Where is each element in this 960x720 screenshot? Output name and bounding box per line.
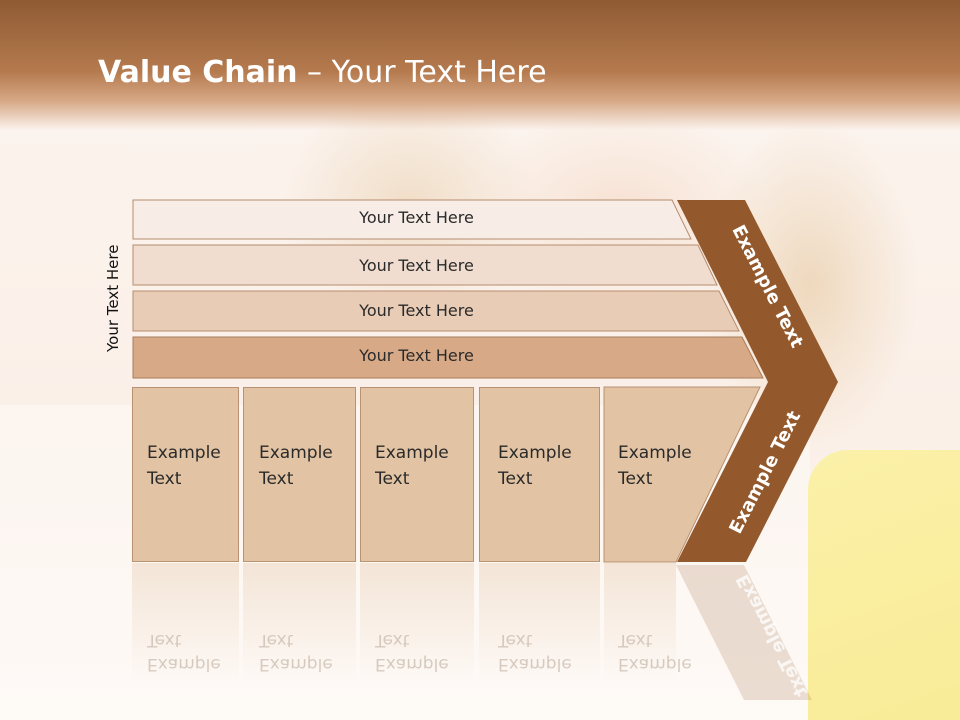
background-yellow-shirt bbox=[808, 450, 960, 720]
column-reflection-2 bbox=[243, 563, 356, 703]
column-text-1-line1: Example bbox=[147, 443, 221, 463]
column-reflection-text-4: Example Text bbox=[498, 628, 572, 676]
row-label-2: Your Text Here bbox=[359, 256, 474, 275]
row-label-4: Your Text Here bbox=[359, 346, 474, 365]
column-box-3 bbox=[360, 387, 474, 562]
chevron-reflection bbox=[676, 565, 812, 700]
column-text-1-line2: Text bbox=[147, 469, 182, 489]
column-reflection-text-5-line2: Text bbox=[618, 630, 653, 650]
column-reflection-5 bbox=[604, 563, 676, 703]
column-reflection-text-2-line1: Example bbox=[259, 654, 333, 674]
chevron-arrow bbox=[677, 200, 838, 562]
column-box-2 bbox=[243, 387, 356, 562]
row-label-3: Your Text Here bbox=[359, 301, 474, 320]
column-text-3-line2: Text bbox=[375, 469, 410, 489]
column-reflection-text-4-line2: Text bbox=[498, 630, 533, 650]
column-reflection-text-4-line1: Example bbox=[498, 654, 572, 674]
row-label-1: Your Text Here bbox=[359, 208, 474, 227]
column-reflection-text-2: Example Text bbox=[259, 628, 333, 676]
column-reflection-4 bbox=[479, 563, 600, 703]
column-reflection-text-5-line1: Example bbox=[618, 654, 692, 674]
column-text-4-line2: Text bbox=[498, 469, 533, 489]
column-reflection-text-2-line2: Text bbox=[259, 630, 294, 650]
column-text-5-line2: Text bbox=[618, 469, 653, 489]
column-reflection-text-1-line2: Text bbox=[147, 630, 182, 650]
row-bar-1 bbox=[132, 199, 692, 240]
column-reflection-text-3-line2: Text bbox=[375, 630, 410, 650]
column-reflection-text-1-line1: Example bbox=[147, 654, 221, 674]
column-reflection-text-3-line1: Example bbox=[375, 654, 449, 674]
column-reflection-text-1: Example Text bbox=[147, 628, 221, 676]
column-reflection-text-3: Example Text bbox=[375, 628, 449, 676]
slide-title: Value Chain – Your Text Here bbox=[98, 55, 547, 90]
column-text-2-line1: Example bbox=[259, 443, 333, 463]
column-text-5-line1: Example bbox=[618, 443, 692, 463]
column-reflection-text-5: Example Text bbox=[618, 628, 692, 676]
column-text-2-line2: Text bbox=[259, 469, 294, 489]
column-box-4 bbox=[479, 387, 600, 562]
slide-title-rest: – Your Text Here bbox=[297, 55, 547, 90]
column-reflection-3 bbox=[360, 563, 474, 703]
column-reflection-1 bbox=[132, 563, 239, 703]
row-bar-2 bbox=[132, 244, 718, 286]
column-box-5 bbox=[603, 386, 761, 563]
row-bar-3 bbox=[132, 290, 740, 332]
column-text-4-line1: Example bbox=[498, 443, 572, 463]
slide-title-bold: Value Chain bbox=[98, 55, 298, 90]
row-bar-4 bbox=[132, 336, 764, 379]
column-box-1 bbox=[132, 387, 239, 562]
title-bar bbox=[0, 0, 960, 130]
column-text-3-line1: Example bbox=[375, 443, 449, 463]
